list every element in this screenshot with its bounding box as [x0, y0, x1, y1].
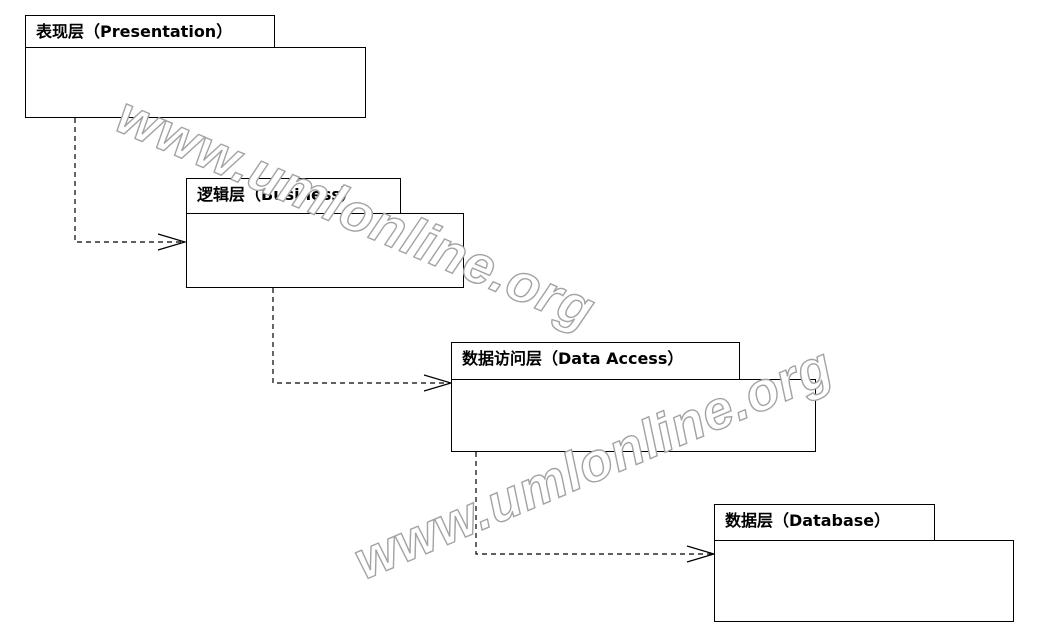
- package-database[interactable]: 数据层（Database）: [714, 504, 1014, 622]
- package-presentation[interactable]: 表现层（Presentation）: [25, 15, 366, 118]
- dependency-business-data-access: [272, 288, 454, 392]
- package-label-business: 逻辑层（Business）: [197, 185, 357, 204]
- package-label-presentation: 表现层（Presentation）: [36, 22, 233, 41]
- package-label-database: 数据层（Database）: [725, 511, 891, 530]
- package-data-access[interactable]: 数据访问层（Data Access）: [451, 342, 816, 452]
- package-label-data-access: 数据访问层（Data Access）: [462, 349, 684, 368]
- dependency-data-access-database: [475, 452, 717, 563]
- package-body-presentation: [25, 47, 366, 118]
- package-tab-business: 逻辑层（Business）: [186, 178, 401, 214]
- package-body-business: [186, 213, 464, 288]
- package-tab-database: 数据层（Database）: [714, 504, 935, 541]
- package-body-database: [714, 540, 1014, 622]
- package-tab-data-access: 数据访问层（Data Access）: [451, 342, 740, 380]
- package-tab-presentation: 表现层（Presentation）: [25, 15, 275, 48]
- dependency-presentation-business: [74, 118, 188, 251]
- package-business[interactable]: 逻辑层（Business）: [186, 178, 464, 288]
- package-body-data-access: [451, 379, 816, 452]
